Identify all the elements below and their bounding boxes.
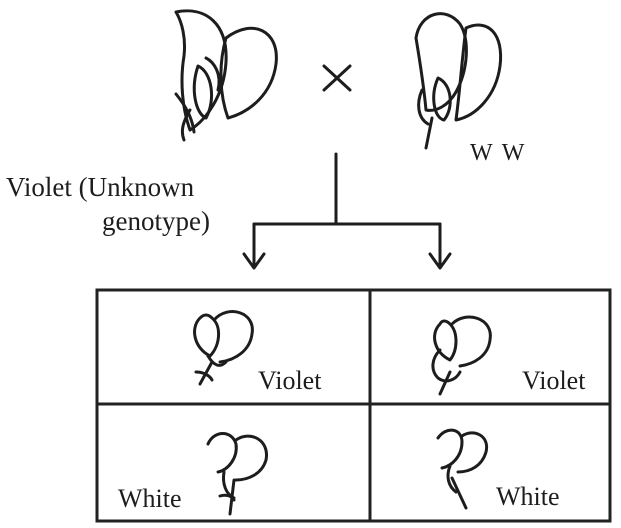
parent-left-flower-icon	[176, 11, 276, 140]
parent-right-flower-icon	[416, 14, 501, 148]
cross-symbol-icon	[324, 66, 350, 90]
offspring-label: Violet	[522, 366, 585, 396]
parent-right-genotype: W W	[470, 140, 526, 167]
offspring-flower-icon	[195, 312, 253, 384]
offspring-label: White	[496, 482, 560, 512]
offspring-flower-icon	[208, 434, 267, 515]
offspring-flower-icon	[438, 430, 487, 508]
cross-connector	[244, 154, 450, 268]
parent-left-label-line2: genotype)	[6, 204, 210, 238]
parent-left-label: Violet (Unknown genotype)	[6, 170, 210, 238]
offspring-flower-icon	[433, 317, 490, 394]
parent-left-label-line1: Violet (Unknown	[6, 172, 194, 202]
offspring-label: Violet	[258, 366, 321, 396]
offspring-label: White	[118, 484, 182, 514]
